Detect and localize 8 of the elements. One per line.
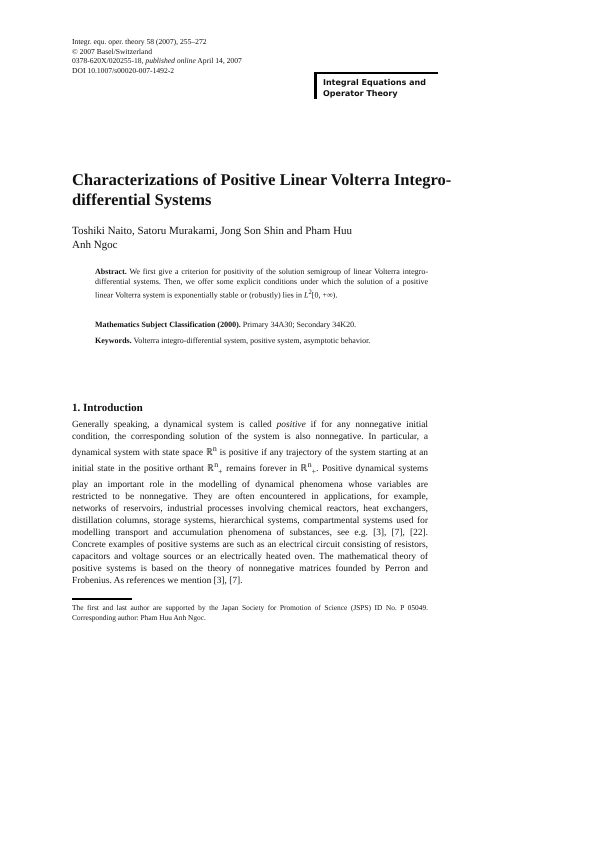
- paper-title: Characterizations of Positive Linear Volterra Integro-differential Systems: [72, 170, 452, 210]
- body-paragraph: Generally speaking, a dynamical system is called positive if for any nonnegative initial condition, the corresponding solution of the system is also nonnegative. In particular, a dynamical system with state space ℝ$^{n}$ is positive if any trajectory of the system starting at an initial state in the positive orthant ℝ$^{n}$$_{+}$ remains forever in ℝ$^{n}$$_{+}$. Positive dynamical systems play an important role in the modelling of dynamical phenomena whose variables are restricted to be nonnegative. They are often encountered in applications, for example, networks of reservoirs, industrial processes involving chemical reactors, heat exchangers, distillation columns, storage systems, hierarchical systems, compartmental systems used for modelling transport and accumulation phenomena of substances, see e.g. [3], [7], [22]. Concrete examples of positive systems are such as an electrical circuit consisting of resistors, capacitors and voltage sources or an electrically heated oven. The mathematical theory of positive systems is based on the theory of nonnegative matrices founded by Perron and Frobenius. As references we mention [3], [7].: [72, 419, 428, 588]
- section-heading: 1. Introduction: [72, 402, 143, 414]
- journal-name-box: Integral Equations and Operator Theory: [314, 72, 438, 99]
- subject-classification: Mathematics Subject Classification (2000). Primary 34A30; Secondary 34K20.: [95, 320, 358, 330]
- keywords: Keywords. Volterra integro-differential system, positive system, asymptotic behavior.: [95, 336, 372, 346]
- author-list: Toshiki Naito, Satoru Murakami, Jong Son Shin and Pham Huu Anh Ngoc: [72, 224, 372, 252]
- abstract: Abstract. We first give a criterion for positivity of the solution semigroup of linear Volterra integro-differential systems. Then, we offer some explicit conditions under which the solution of a positive linear Volterra system is exponentially stable or (robustly) lies in L$^{2}$[0, +∞).: [95, 267, 428, 301]
